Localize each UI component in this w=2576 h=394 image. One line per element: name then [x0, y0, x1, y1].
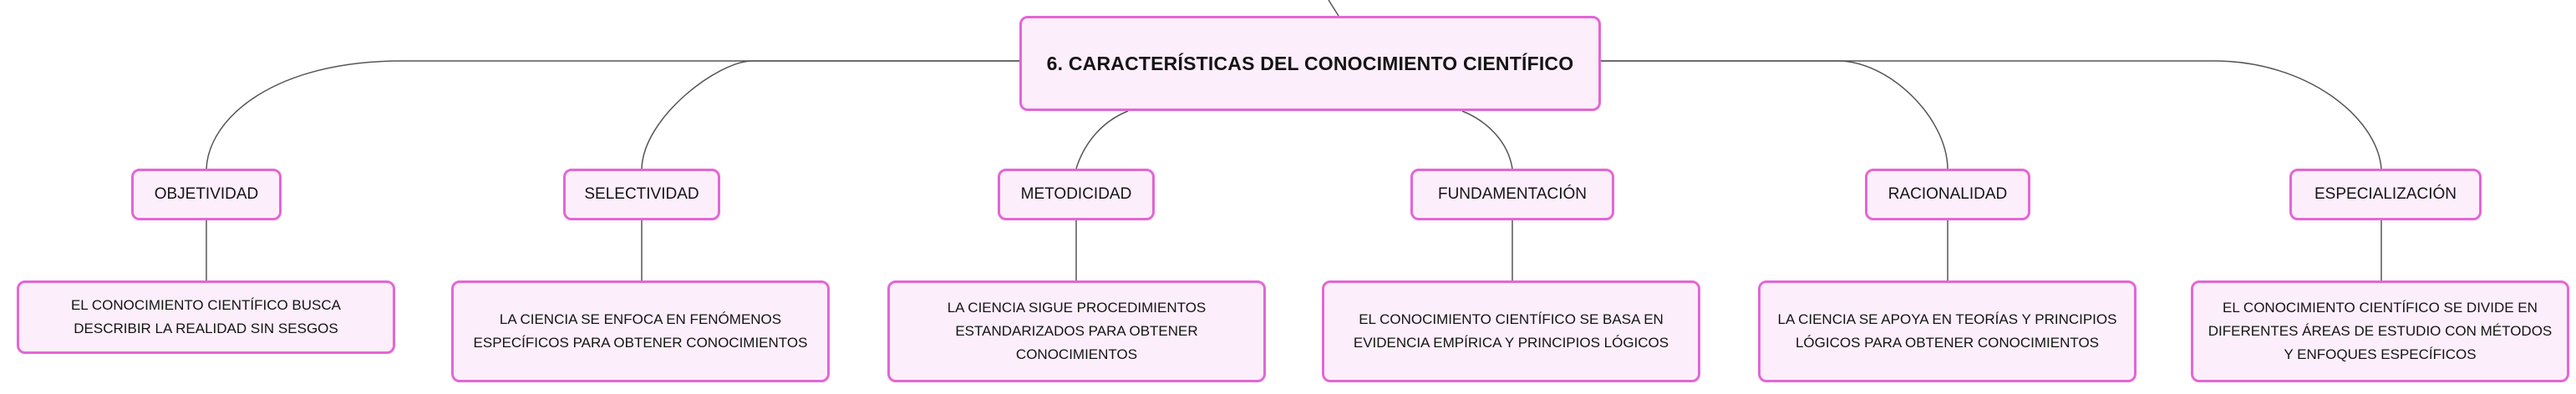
branch-fundamentacion[interactable]: FUNDAMENTACIÓN [1410, 169, 1614, 220]
description-text: LA CIENCIA SE APOYA EN TEORÍAS Y PRINCIP… [1777, 311, 2117, 351]
connector-root-fundamentacion [1461, 110, 1513, 169]
branch-objetividad[interactable]: OBJETIVIDAD [131, 169, 282, 220]
branch-label: FUNDAMENTACIÓN [1437, 185, 1588, 203]
description-selectividad[interactable]: LA CIENCIA SE ENFOCA EN FENÓMENOS ESPECÍ… [451, 280, 830, 382]
connector-root-racionalidad [1601, 60, 1949, 169]
branch-label: ESPECIALIZACIÓN [2314, 185, 2457, 203]
description-fundamentacion[interactable]: EL CONOCIMIENTO CIENTÍFICO SE BASA EN EV… [1322, 280, 1700, 382]
description-text: EL CONOCIMIENTO CIENTÍFICO BUSCA DESCRIB… [70, 297, 342, 336]
connector-root-metodicidad [1075, 110, 1129, 169]
branch-especializacion[interactable]: ESPECIALIZACIÓN [2289, 169, 2482, 220]
connector-root-selectividad [641, 60, 1019, 169]
description-text: EL CONOCIMIENTO CIENTÍFICO SE BASA EN EV… [1353, 311, 1669, 351]
branch-metodicidad[interactable]: METODICIDAD [998, 169, 1155, 220]
branch-label: SELECTIVIDAD [584, 185, 699, 203]
connector-parent [1328, 0, 1339, 17]
branch-label: METODICIDAD [1020, 185, 1132, 203]
branch-racionalidad[interactable]: RACIONALIDAD [1865, 169, 2030, 220]
description-text: LA CIENCIA SE ENFOCA EN FENÓMENOS ESPECÍ… [473, 311, 808, 351]
description-especializacion[interactable]: EL CONOCIMIENTO CIENTÍFICO SE DIVIDE EN … [2191, 280, 2569, 382]
description-objetividad[interactable]: EL CONOCIMIENTO CIENTÍFICO BUSCA DESCRIB… [17, 280, 395, 354]
branch-label: RACIONALIDAD [1888, 185, 2008, 203]
root-title: 6. CARACTERÍSTICAS DEL CONOCIMIENTO CIEN… [1046, 52, 1574, 74]
description-text: LA CIENCIA SIGUE PROCEDIMIENTOS ESTANDAR… [947, 300, 1207, 362]
connector-root-objetividad [206, 60, 1019, 169]
description-text: EL CONOCIMIENTO CIENTÍFICO SE DIVIDE EN … [2208, 300, 2553, 362]
description-racionalidad[interactable]: LA CIENCIA SE APOYA EN TEORÍAS Y PRINCIP… [1758, 280, 2137, 382]
connector-root-especializacion [1601, 60, 2382, 169]
branch-label: OBJETIVIDAD [154, 185, 259, 203]
description-metodicidad[interactable]: LA CIENCIA SIGUE PROCEDIMIENTOS ESTANDAR… [887, 280, 1266, 382]
branch-selectividad[interactable]: SELECTIVIDAD [563, 169, 720, 220]
root-topic[interactable]: 6. CARACTERÍSTICAS DEL CONOCIMIENTO CIEN… [1019, 16, 1601, 111]
